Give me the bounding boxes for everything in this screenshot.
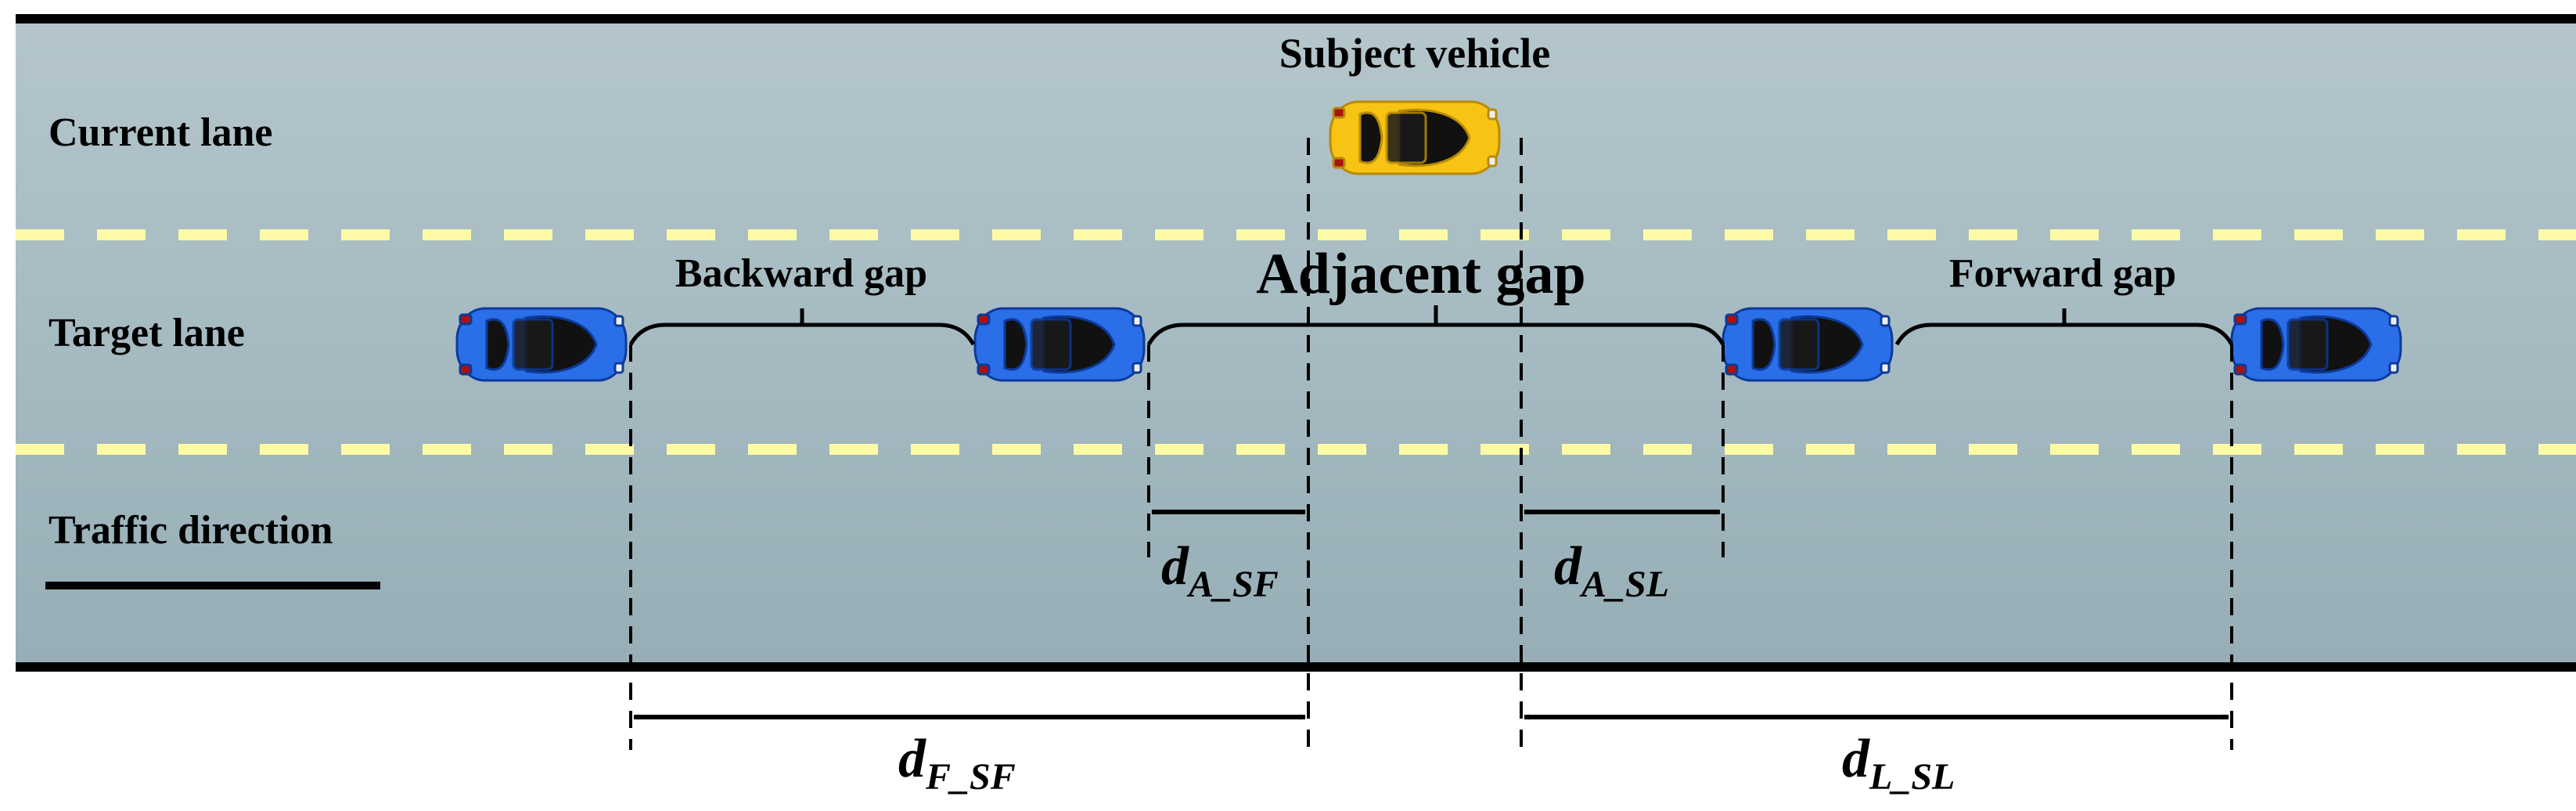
subject-vehicle-label: Subject vehicle (1279, 30, 1550, 77)
d-a-sf-sub: A_SF (1186, 564, 1279, 605)
adjacent-gap-label: Adjacent gap (1256, 242, 1585, 306)
d-f-sf-base: d (898, 729, 926, 789)
d-a-sf-label: dA_SF (1161, 536, 1279, 605)
d-l-sl-label: dL_SL (1842, 729, 1955, 798)
subject-vehicle-car (1329, 100, 1501, 175)
d-l-sl-sub: L_SL (1869, 756, 1955, 798)
road-surface (16, 19, 2576, 667)
d-f-sf-sub: F_SF (925, 756, 1016, 798)
target-car-follower (973, 307, 1146, 382)
d-a-sl-sub: A_SL (1579, 564, 1669, 605)
target-car-front-leader (2230, 307, 2402, 382)
d-f-sf-label: dF_SF (898, 729, 1016, 798)
d-a-sl-label: dA_SL (1554, 536, 1669, 605)
d-a-sl-base: d (1554, 536, 1582, 597)
traffic-direction-label: Traffic direction (49, 508, 333, 553)
backward-gap-label: Backward gap (675, 251, 927, 296)
target-lane-label: Target lane (49, 311, 245, 355)
current-lane-label: Current lane (49, 110, 272, 155)
target-car-leader (1722, 307, 1894, 382)
target-car-rear-follower (455, 307, 628, 382)
reference-lines (629, 138, 2233, 750)
d-l-sl-base: d (1842, 729, 1870, 789)
forward-gap-label: Forward gap (1949, 251, 2176, 296)
d-a-sf-base: d (1161, 536, 1189, 597)
